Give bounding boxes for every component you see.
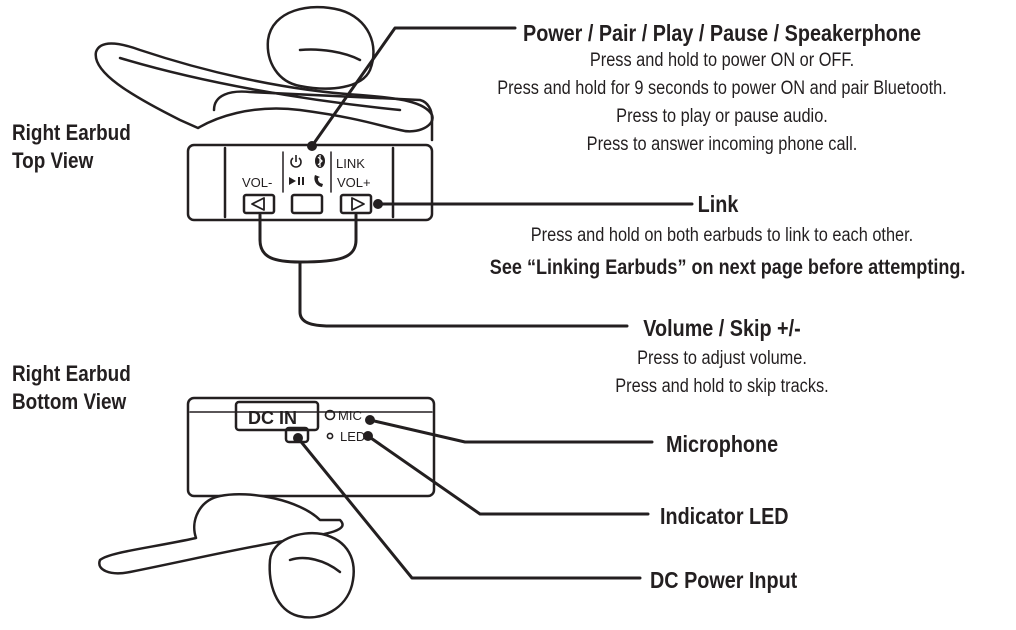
power-callout-line: Press and hold to power ON or OFF. bbox=[589, 50, 855, 71]
top-view-label-line2: Top View bbox=[12, 148, 94, 173]
bluetooth-icon bbox=[315, 154, 325, 168]
phone-icon bbox=[314, 175, 323, 187]
led-label: LED bbox=[340, 429, 365, 444]
center-button-shape bbox=[290, 193, 324, 215]
volume-callout-line: Press to adjust volume. bbox=[637, 348, 807, 369]
vol-minus-button-shape bbox=[242, 193, 276, 215]
power-leader-line bbox=[310, 26, 517, 148]
power-callout-title: Power / Pair / Play / Pause / Speakerpho… bbox=[523, 20, 921, 46]
link-label: LINK bbox=[336, 156, 365, 171]
mic-label: MIC bbox=[338, 408, 362, 423]
volume-callout-line: Press and hold to skip tracks. bbox=[615, 376, 829, 397]
bottom-ear-tip-shape bbox=[268, 531, 355, 619]
volume-callout: Volume / Skip +/- Press to adjust volume… bbox=[542, 314, 902, 401]
link-callout: Link Press and hold on both earbuds to l… bbox=[452, 190, 992, 282]
bottom-view-label-line2: Bottom View bbox=[12, 389, 127, 414]
volume-leader-line bbox=[258, 213, 629, 328]
power-callout-line: Press and hold for 9 seconds to power ON… bbox=[497, 78, 947, 99]
top-view-label-line1: Right Earbud bbox=[12, 120, 131, 145]
bottom-view-label-line1: Right Earbud bbox=[12, 361, 131, 386]
vol-minus-label: VOL- bbox=[242, 175, 272, 190]
dc-leader-line bbox=[296, 436, 642, 580]
power-icon bbox=[290, 155, 302, 168]
dc-in-port-shape bbox=[234, 400, 320, 432]
power-callout: Power / Pair / Play / Pause / Speakerpho… bbox=[452, 19, 992, 159]
led-leader-line bbox=[366, 434, 650, 516]
dc-in-label: DC IN bbox=[248, 408, 297, 428]
play-pause-icon bbox=[289, 177, 304, 185]
top-hook-shape bbox=[94, 42, 434, 133]
top-shell-shape bbox=[212, 90, 434, 142]
dc-power-callout-title: DC Power Input bbox=[650, 567, 798, 593]
power-callout-line: Press to play or pause audio. bbox=[616, 106, 828, 127]
indicator-led-callout-title: Indicator LED bbox=[660, 503, 789, 529]
vol-plus-button-shape bbox=[339, 193, 373, 215]
microphone-leader-line bbox=[368, 418, 654, 444]
top-view-label: Right Earbud Top View bbox=[12, 119, 131, 175]
volume-callout-title: Volume / Skip +/- bbox=[643, 315, 801, 341]
link-callout-note: See “Linking Earbuds” on next page befor… bbox=[489, 256, 966, 279]
vol-plus-label: VOL+ bbox=[337, 175, 371, 190]
power-callout-line: Press to answer incoming phone call. bbox=[586, 134, 858, 155]
microphone-callout-title: Microphone bbox=[666, 431, 779, 457]
link-callout-title: Link bbox=[697, 191, 739, 217]
volume-leader-branch bbox=[298, 213, 358, 264]
bottom-view-label: Right Earbud Bottom View bbox=[12, 360, 131, 416]
link-callout-line: Press and hold on both earbuds to link t… bbox=[530, 225, 914, 246]
top-ear-tip-shape bbox=[266, 5, 375, 90]
